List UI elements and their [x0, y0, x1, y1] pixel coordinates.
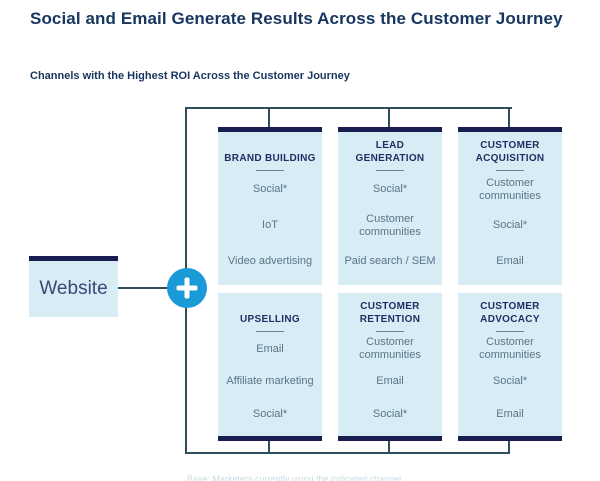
box-item: Paid search / SEM — [344, 255, 436, 268]
website-label: Website — [39, 278, 108, 299]
box-item: Social* — [372, 408, 408, 421]
connector-stub-bottom-3 — [508, 436, 510, 453]
box-item: Affiliate marketing — [226, 375, 314, 388]
box-item: Email — [496, 408, 524, 421]
box-upselling: UPSELLING Email Affiliate marketing Soci… — [218, 293, 322, 441]
frame-line-bottom-horizontal — [185, 452, 510, 454]
connector-stub-top-3 — [508, 108, 510, 128]
box-title: CUSTOMER ADVOCACY — [480, 301, 540, 325]
plus-icon — [167, 268, 207, 308]
title-divider — [256, 170, 284, 171]
box-item: IoT — [262, 219, 278, 232]
box-item: Customer communities — [479, 176, 541, 202]
box-lead-generation: LEAD GENERATION Social* Customer communi… — [338, 127, 442, 285]
box-customer-advocacy: CUSTOMER ADVOCACY Customer communities S… — [458, 293, 562, 441]
frame-line-top-horizontal — [185, 107, 512, 109]
box-item: Customer communities — [479, 336, 541, 362]
title-divider — [496, 331, 524, 332]
box-customer-acquisition: CUSTOMER ACQUISITION Customer communitie… — [458, 127, 562, 285]
connector-stub-top-2 — [388, 108, 390, 128]
box-item: Customer communities — [359, 212, 421, 238]
box-title: CUSTOMER RETENTION — [359, 301, 421, 325]
box-item: Customer communities — [359, 336, 421, 362]
page-subtitle: Channels with the Highest ROI Across the… — [30, 70, 350, 82]
box-item: Video advertising — [227, 255, 313, 268]
connector-stub-top-1 — [268, 108, 270, 128]
connector-stub-bottom-1 — [268, 436, 270, 453]
box-item: Social* — [252, 408, 288, 421]
page-title: Social and Email Generate Results Across… — [30, 9, 563, 28]
website-box: Website — [29, 256, 118, 317]
box-items: Customer communities Email Social* — [342, 333, 438, 431]
box-items: Customer communities Social* Email — [462, 333, 558, 431]
box-title: CUSTOMER ACQUISITION — [475, 140, 545, 164]
box-item: Social* — [492, 375, 528, 388]
box-items: Social* IoT Video advertising — [222, 172, 318, 280]
box-title: BRAND BUILDING — [224, 152, 316, 164]
box-items: Social* Customer communities Paid search… — [342, 172, 438, 280]
footnote: Base: Marketers currently using the indi… — [187, 474, 402, 481]
box-item: Social* — [492, 219, 528, 232]
box-item: Social* — [372, 183, 408, 196]
box-item: Email — [496, 255, 524, 268]
title-divider — [376, 170, 404, 171]
box-items: Customer communities Social* Email — [462, 172, 558, 280]
title-divider — [496, 170, 524, 171]
box-title: UPSELLING — [240, 313, 300, 325]
title-divider — [376, 331, 404, 332]
website-connector-line — [118, 287, 168, 289]
box-item: Email — [256, 342, 284, 355]
title-divider — [256, 331, 284, 332]
box-items: Email Affiliate marketing Social* — [222, 333, 318, 431]
box-brand-building: BRAND BUILDING Social* IoT Video adverti… — [218, 127, 322, 285]
box-item: Email — [376, 375, 404, 388]
connector-stub-bottom-2 — [388, 436, 390, 453]
box-item: Social* — [252, 183, 288, 196]
box-customer-retention: CUSTOMER RETENTION Customer communities … — [338, 293, 442, 441]
box-title: LEAD GENERATION — [355, 140, 425, 164]
